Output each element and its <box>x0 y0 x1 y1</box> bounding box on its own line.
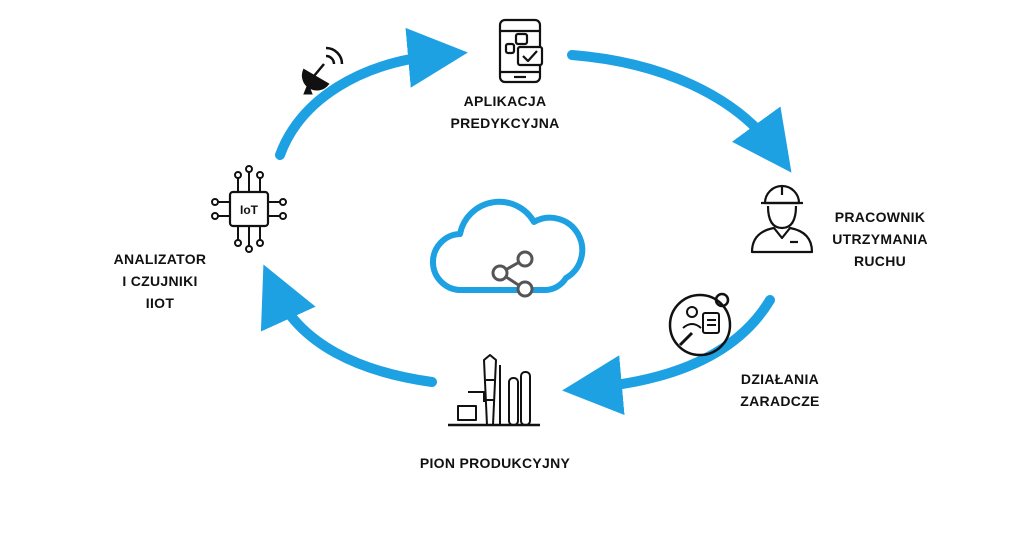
iiot-label-line2: I CZUJNIKI <box>122 273 198 289</box>
app-label-line2: PREDYKCYJNA <box>450 115 560 131</box>
iot-chip-icon <box>211 165 287 253</box>
arrow-plant-to-iiot <box>260 264 437 387</box>
arrow-app-to-worker <box>567 50 792 173</box>
iot-chip-text: IoT <box>240 203 259 217</box>
smartphone-check-icon <box>498 18 544 84</box>
arrow-iiot-to-app <box>275 27 468 160</box>
action-label-line2: ZARADCZE <box>740 393 820 409</box>
plant-label-line1: PION PRODUKCYJNY <box>419 455 571 471</box>
node-label-action: DZIAŁANIA ZARADCZE <box>720 368 840 412</box>
cloud-share-icon <box>430 198 586 298</box>
iiot-label-line1: ANALIZATOR <box>113 251 207 267</box>
arrow-action-to-plant <box>562 295 775 416</box>
iiot-label-line3: IIOT <box>145 295 175 311</box>
worker-label-line3: RUCHU <box>853 253 907 269</box>
satellite-dish-icon <box>301 46 344 95</box>
node-label-app: APLIKACJA PREDYKCYJNA <box>430 90 580 134</box>
node-label-plant: PION PRODUKCYJNY <box>385 452 605 474</box>
action-label-line1: DZIAŁANIA <box>740 371 820 387</box>
node-label-iiot: ANALIZATOR I CZUJNIKI IIOT <box>95 248 225 314</box>
worker-label-line2: UTRZYMANIA <box>832 231 928 247</box>
factory-icon <box>448 354 540 427</box>
cycle-arrows <box>260 27 792 416</box>
app-label-line1: APLIKACJA <box>463 93 547 109</box>
maintenance-worker-icon <box>750 184 814 254</box>
node-label-worker: PRACOWNIK UTRZYMANIA RUCHU <box>815 206 945 272</box>
corrective-actions-icon <box>668 292 732 357</box>
worker-label-line1: PRACOWNIK <box>834 209 926 225</box>
